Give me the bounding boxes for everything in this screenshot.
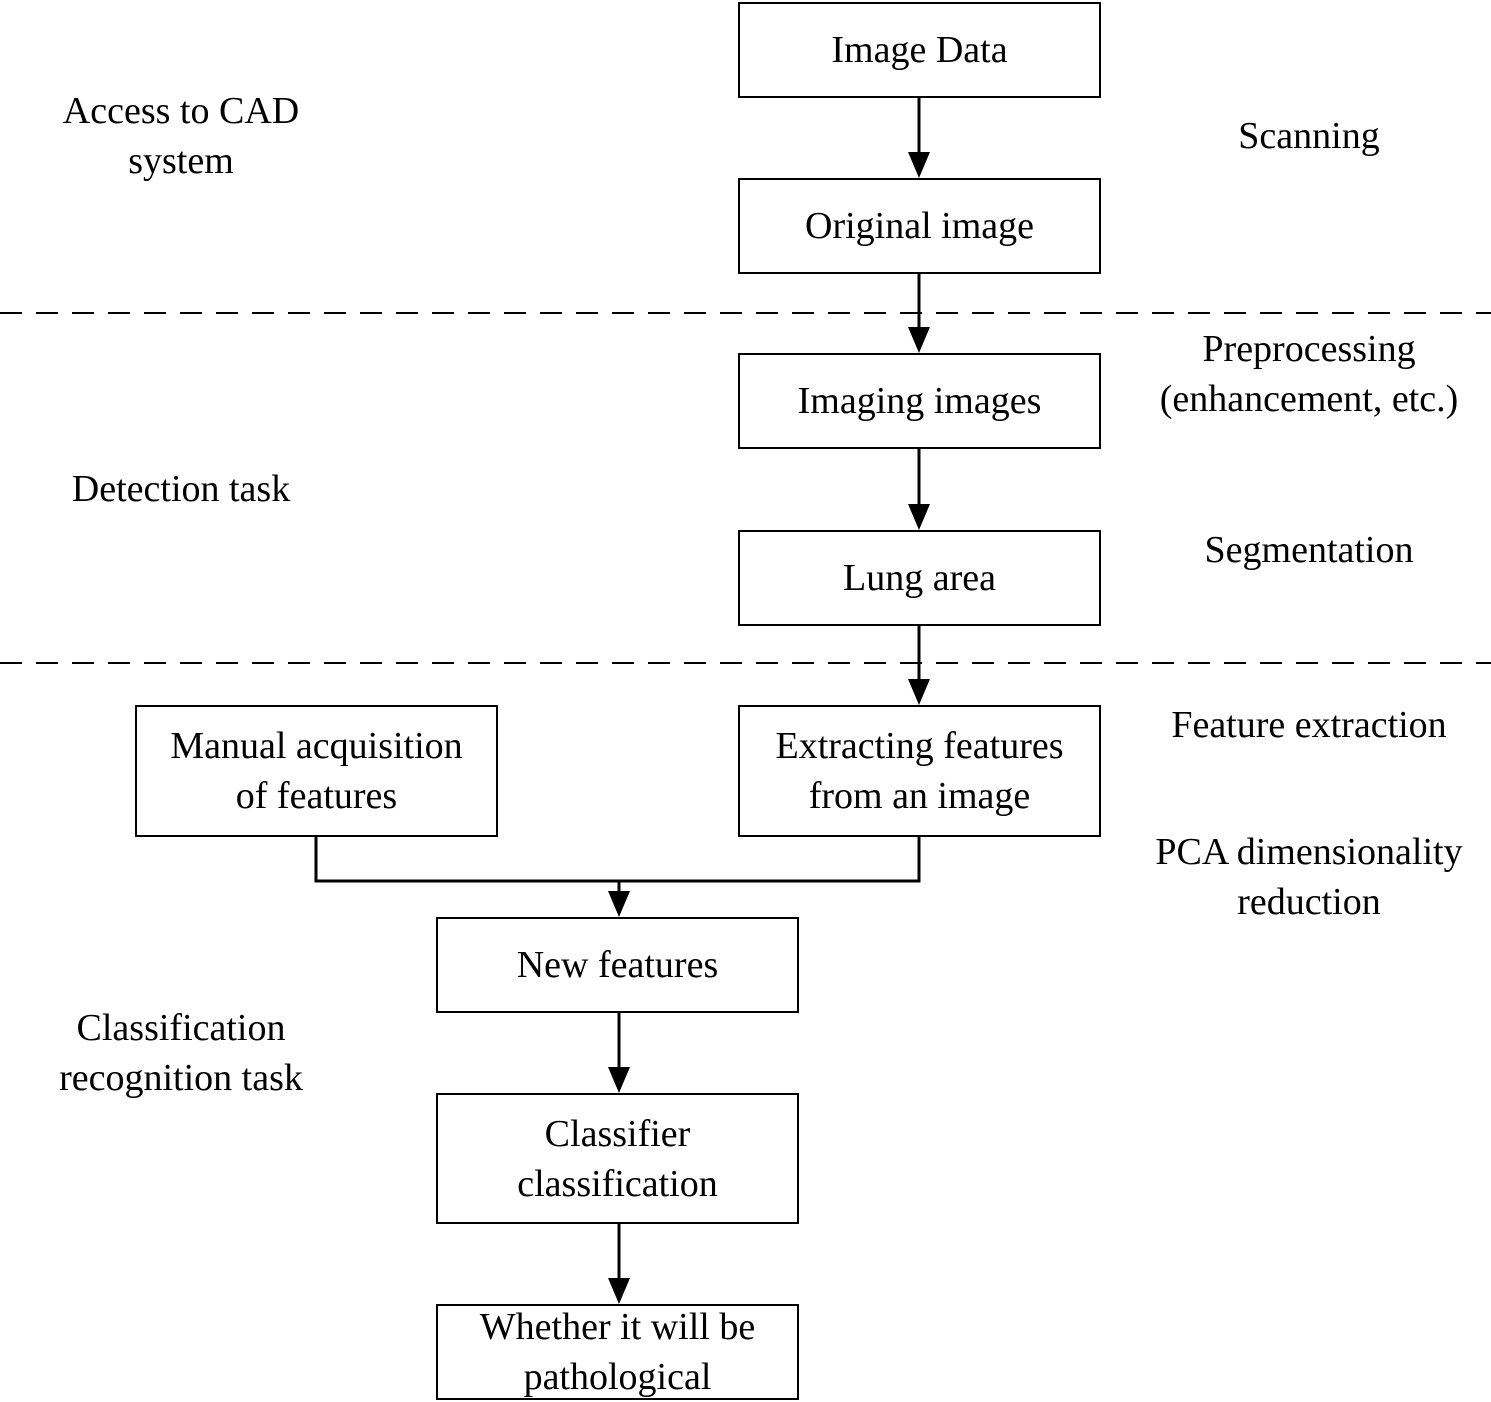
label-feature-extraction-line1: Feature extraction (1171, 704, 1447, 746)
arrowhead-original (908, 152, 930, 178)
label-detection-task-line1: Detection task (71, 468, 291, 510)
box-extracting-features: Extracting features from an image (738, 705, 1101, 837)
label-preprocessing-line1: Preprocessing (1202, 328, 1416, 370)
label-pca-line2: reduction (1237, 881, 1381, 923)
arrowhead-lung (908, 504, 930, 530)
box-classifier: Classifier classification (436, 1093, 799, 1224)
label-detection-task: Detection task (31, 464, 331, 514)
label-classification-task-line1: Classification (76, 1007, 286, 1049)
box-image-data: Image Data (738, 2, 1101, 98)
arrowhead-new-features (608, 891, 630, 917)
arrowhead-extracting (908, 679, 930, 705)
box-lung-area-text: Lung area (843, 557, 996, 599)
box-image-data-text: Image Data (831, 29, 1008, 71)
connector-manual-features (314, 836, 921, 883)
label-segmentation-line1: Segmentation (1204, 529, 1414, 571)
label-classification-task: Classification recognition task (31, 1003, 331, 1103)
box-manual-features: Manual acquisition of features (135, 705, 498, 837)
box-pathological-line1: Whether it will be (479, 1306, 756, 1348)
label-access-cad-line2: system (128, 140, 234, 182)
box-pathological-line2: pathological (523, 1356, 712, 1398)
label-scanning: Scanning (1133, 111, 1485, 161)
label-segmentation: Segmentation (1133, 525, 1485, 575)
box-manual-features-line2: of features (235, 775, 398, 817)
box-original-image: Original image (738, 178, 1101, 274)
label-pca-line1: PCA dimensionality (1155, 831, 1463, 873)
label-scanning-line1: Scanning (1238, 115, 1380, 157)
label-feature-extraction: Feature extraction (1133, 700, 1485, 750)
box-manual-features-line1: Manual acquisition (170, 725, 463, 767)
box-classifier-line1: Classifier (544, 1112, 691, 1155)
box-new-features-text: New features (516, 944, 719, 986)
label-pca: PCA dimensionality reduction (1133, 827, 1485, 927)
box-original-image-text: Original image (805, 205, 1034, 247)
label-classification-task-line2: recognition task (59, 1057, 303, 1099)
box-lung-area: Lung area (738, 530, 1101, 626)
label-access-cad: Access to CAD system (31, 86, 331, 186)
box-classifier-line2: classification (517, 1162, 718, 1205)
box-pathological: Whether it will be pathological (436, 1304, 799, 1400)
box-imaging-images: Imaging images (738, 353, 1101, 449)
arrowhead-classifier (608, 1067, 630, 1093)
label-access-cad-line1: Access to CAD (62, 90, 300, 132)
label-preprocessing-line2: (enhancement, etc.) (1159, 378, 1459, 420)
box-new-features: New features (436, 917, 799, 1013)
box-extracting-features-line1: Extracting features (775, 725, 1064, 767)
arrowhead-result (608, 1278, 630, 1304)
box-extracting-features-line2: from an image (808, 775, 1031, 817)
box-imaging-images-text: Imaging images (797, 380, 1042, 422)
label-preprocessing: Preprocessing (enhancement, etc.) (1133, 324, 1485, 424)
arrowhead-imaging (908, 327, 930, 353)
